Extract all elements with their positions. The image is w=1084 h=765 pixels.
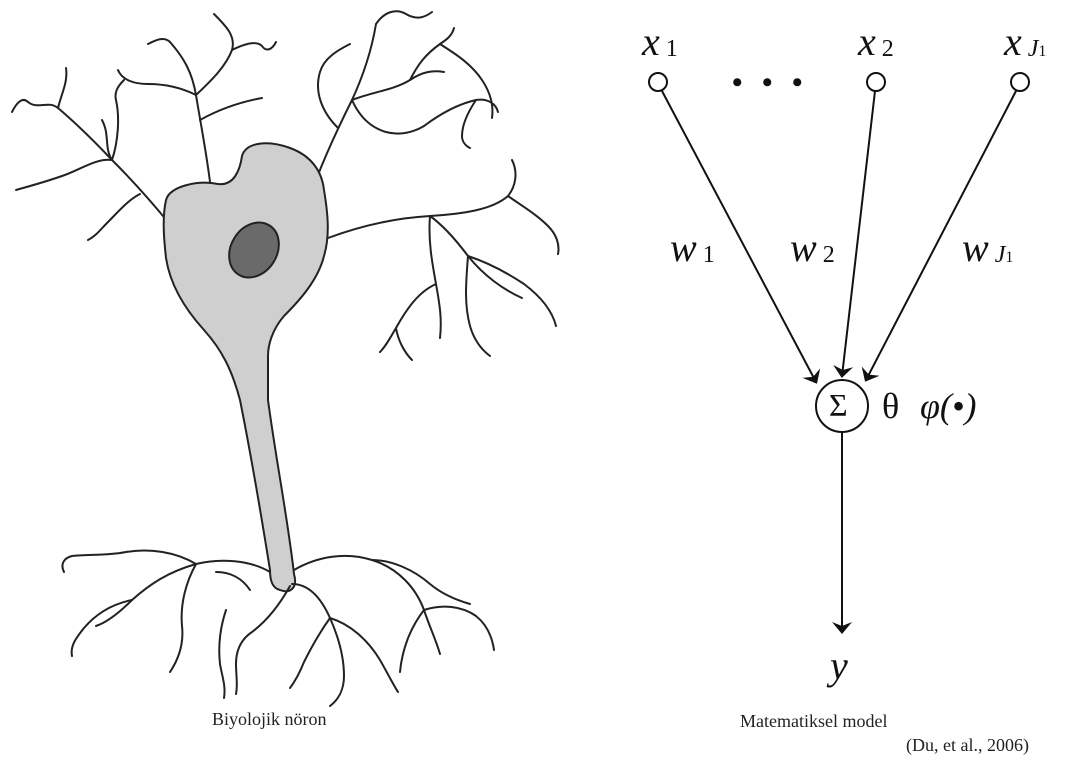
weight-wj1-subscript-1: 1 — [1005, 249, 1013, 266]
input-x2-subscript: 2 — [882, 36, 894, 62]
weight-w2-subscript: 2 — [823, 242, 835, 268]
threshold-symbol: θ — [882, 388, 899, 424]
connection-w2 — [842, 91, 875, 376]
weight-wj1-subscript: J1 — [995, 242, 1014, 268]
weight-wj1-subscript-j: J — [995, 242, 1006, 268]
input-node-x1 — [649, 73, 667, 91]
caption-mathematical-model: Matematiksel model — [740, 712, 887, 730]
output-label-y: y — [830, 646, 848, 686]
weight-w2-symbol: w — [790, 225, 817, 270]
caption-biological-neuron: Biyolojik nöron — [212, 710, 327, 728]
dendrites-upper-left — [12, 68, 168, 240]
input-xj1-subscript-j: J — [1028, 36, 1039, 62]
input-ellipsis: • • • — [732, 68, 809, 98]
cell-body-soma — [164, 143, 328, 591]
biological-neuron-illustration — [12, 11, 559, 706]
weight-w1-subscript: 1 — [703, 242, 715, 268]
input-xj1-symbol: x — [1004, 19, 1022, 64]
input-xj1-subscript: J1 — [1028, 36, 1047, 62]
activation-function: φ(•) — [920, 388, 977, 424]
input-x2-symbol: x — [858, 19, 876, 64]
input-x1-symbol: x — [642, 19, 660, 64]
summation-symbol: Σ — [829, 389, 848, 421]
mathematical-model-diagram — [649, 73, 1029, 632]
input-x1-subscript: 1 — [666, 36, 678, 62]
input-node-x2 — [867, 73, 885, 91]
input-xj1-subscript-1: 1 — [1038, 43, 1046, 60]
dendrites-upper-right — [316, 11, 498, 180]
weight-wj1-symbol: w — [962, 225, 989, 270]
weight-w1-symbol: w — [670, 225, 697, 270]
citation: (Du, et al., 2006) — [906, 736, 1029, 754]
dendrites-right — [328, 160, 559, 360]
input-node-xj1 — [1011, 73, 1029, 91]
